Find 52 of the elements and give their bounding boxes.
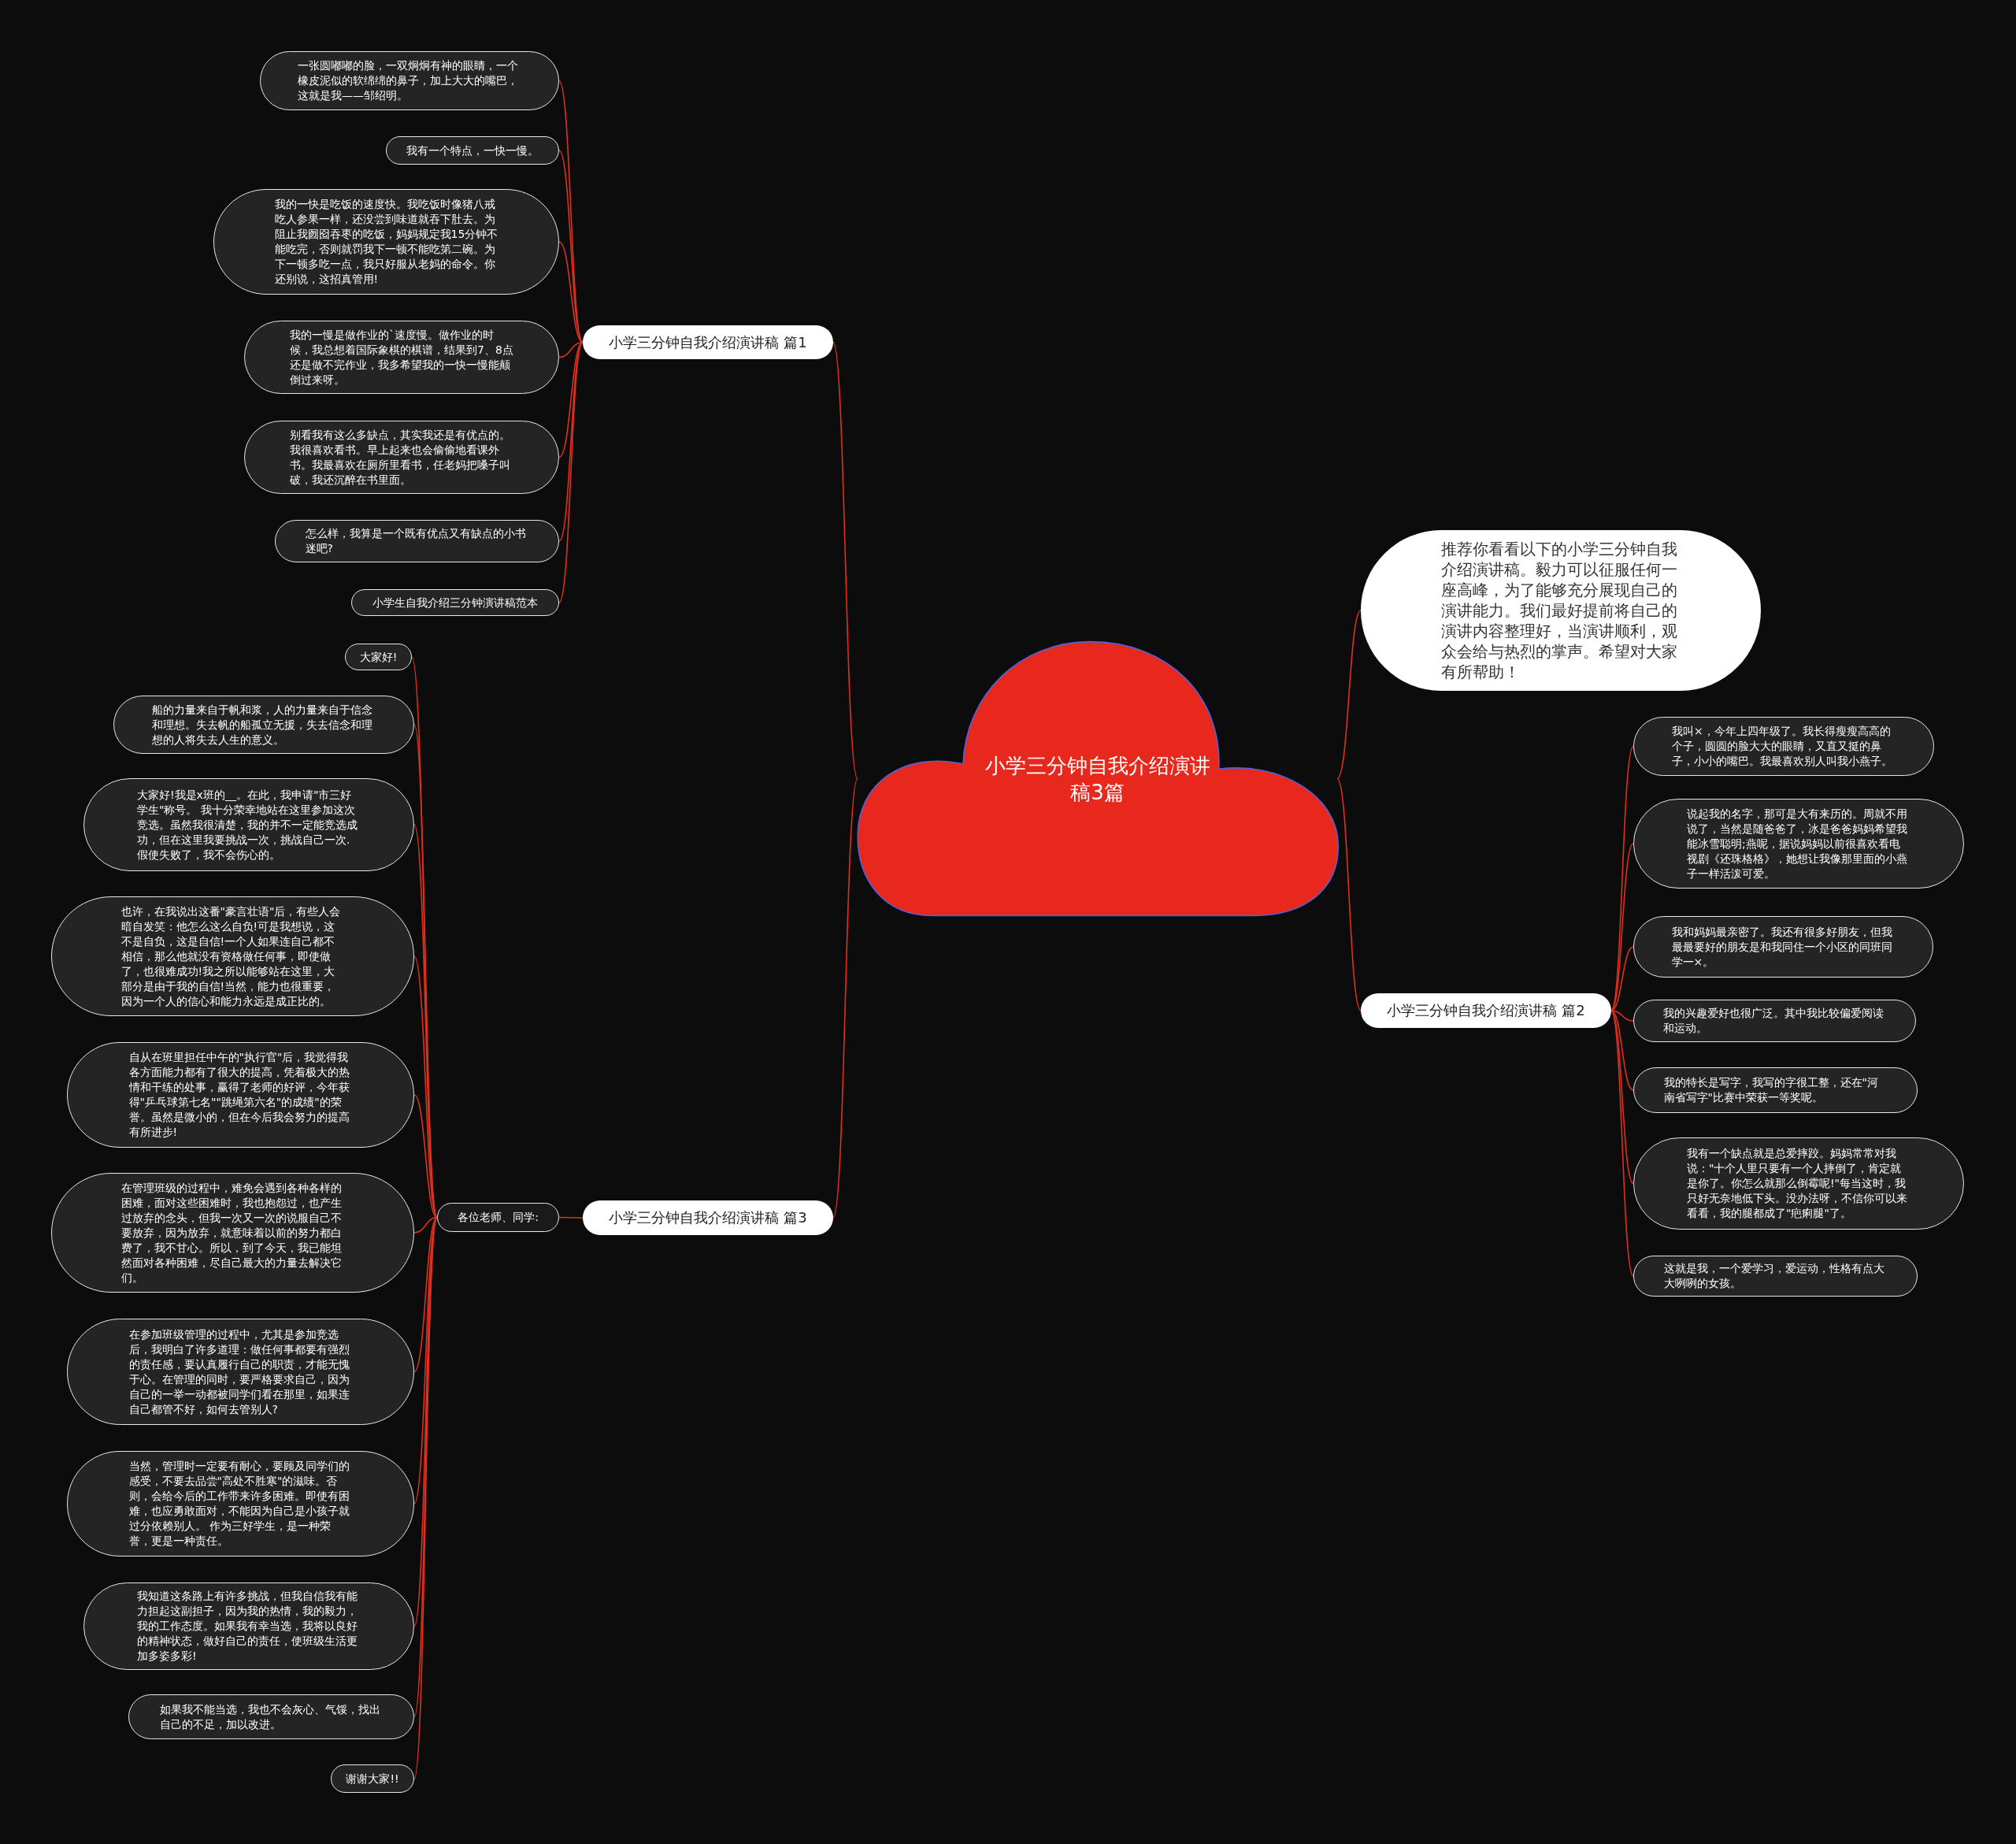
- intro-bubble: 推荐你看看以下的小学三分钟自我介绍演讲稿。毅力可以征服任何一座高峰，为了能够充分展现自己的演讲能力。我们最好提前将自己的演讲内容整理好，当演讲顺利，观众会给与热烈的掌声。希望对大家有所帮助！: [1361, 530, 1761, 691]
- connector-line: [413, 1216, 438, 1234]
- connector-line: [413, 1094, 438, 1219]
- topic-bubble: 说起我的名字，那可是大有来历的。周就不用说了，当然是随爸爸了，冰是爸爸妈妈希望我能冰雪聪明;燕呢，据说妈妈以前很喜欢看电视剧《还珠格格》，她想让我像那里面的小燕子一样活泼可爱。: [1633, 799, 1964, 889]
- topic-bubble: 我叫×，今年上四年级了。我长得瘦瘦高高的个子，圆圆的脸大大的眼睛，又直又挺的鼻子，小小的嘴巴。我最喜欢别人叫我小燕子。: [1633, 717, 1934, 776]
- topic-bubble: 我的兴趣爱好也很广泛。其中我比较偏爱阅读和运动。: [1633, 1000, 1916, 1042]
- connector-line: [1336, 777, 1362, 1011]
- topic-bubble: 船的力量来自于帆和浆，人的力量来自于信念和理想。失去帆的船孤立无援，失去信念和理想的人将失去人生的意义。: [113, 696, 414, 754]
- topic-bubble: 当然，管理时一定要有耐心，要顾及同学们的感受，不要去品尝"高处不胜寒"的滋味。否则，会给今后的工作带来许多困难。即使有困难，也应勇敢面对，不能因为自己是小孩子就过分依赖别人。 作为三好学生，是一种荣誉，更是一种责任。: [67, 1451, 414, 1556]
- topic-bubble: 谢谢大家!!: [331, 1764, 414, 1793]
- connector-line: [1610, 1010, 1634, 1022]
- connector-line: [832, 777, 858, 1219]
- topic-bubble: 我有一个缺点就是总爱摔跤。妈妈常常对我说："十个人里只要有一个人摔倒了，肯定就是你了。你怎么就那么倒霉呢!"每当这时，我只好无奈地低下头。没办法呀，不信你可以来看看，我的腿都成了"疤痢腿"了。: [1633, 1137, 1964, 1230]
- topic-bubble: 在参加班级管理的过程中，尤其是参加竞选后，我明白了许多道理：做任何事都要有强烈的责任感，要认真履行自己的职责，才能无愧于心。在管理的同时，要严格要求自己，因为自己的一举一动都被同学们看在那里，如果连自己都管不好，如何去管别人?: [67, 1319, 414, 1425]
- topic-bubble: 一张圆嘟嘟的脸，一双炯炯有神的眼睛，一个橡皮泥似的软绵绵的鼻子，加上大大的嘴巴，这就是我——邹绍明。: [260, 51, 559, 110]
- topic-bubble: 这就是我，一个爱学习，爱运动，性格有点大大咧咧的女孩。: [1633, 1256, 1918, 1297]
- topic-bubble: 我和妈妈最亲密了。我还有很多好朋友，但我最最要好的朋友是和我同住一个小区的同班同学一×。: [1633, 916, 1933, 978]
- branch-topic: 小学三分钟自我介绍演讲稿 篇1: [583, 325, 833, 359]
- connector-line: [1610, 1010, 1634, 1277]
- topic-bubble: 如果我不能当选，我也不会灰心、气馁，找出自己的不足，加以改进。: [128, 1694, 414, 1739]
- connector-line: [558, 241, 584, 343]
- connector-line: [1610, 946, 1634, 1011]
- central-topic-text: 小学三分钟自我介绍演讲稿3篇: [984, 752, 1211, 806]
- connector-line: [558, 341, 584, 542]
- connector-line: [558, 341, 584, 458]
- connector-line: [1610, 843, 1634, 1011]
- topic-bubble: 我有一个特点，一快一慢。: [386, 136, 559, 165]
- topic-bubble: 别看我有这么多缺点，其实我还是有优点的。我很喜欢看书。早上起来也会偷偷地看课外书。我最喜欢在厕所里看书，任老妈把嗓子叫破，我还沉醉在书里面。: [244, 421, 559, 494]
- topic-bubble: 也许，在我说出这番"豪言壮语"后，有些人会暗自发笑：他怎么这么自负!可是我想说，这不是自负，这是自信!一个人如果连自己都不相信，那么他就没有资格做任何事，即使做了，也很难成功!我之所以能够站在这里，大部分是由于我的自信!当然，能力也很重要，因为一个人的信心和能力永远是成正比的。: [51, 896, 414, 1016]
- connector-line: [1610, 1010, 1634, 1185]
- connector-line: [558, 150, 584, 343]
- topic-bubble: 我知道这条路上有许多挑战，但我自信我有能力担起这副担子，因为我的热情，我的毅力，我的工作态度。如果我有幸当选，我将以良好的精神状态，做好自己的责任，使班级生活更加多姿多彩!: [83, 1582, 414, 1670]
- topic-bubble: 大家好!: [345, 644, 412, 670]
- topic-bubble: 大家好!我是x班的__。在此，我申请"市三好学生"称号。 我十分荣幸地站在这里参加这次竞选。虽然我很清楚，我的并不一定能竞选成功，但在这里我要挑战一次，挑战自己一次.假使失败了，我不会伤心的。: [83, 778, 414, 871]
- connector-line: [1336, 610, 1362, 780]
- connector-line: [413, 1216, 438, 1373]
- branch-topic: 小学三分钟自我介绍演讲稿 篇2: [1361, 993, 1611, 1028]
- connector-line: [558, 341, 584, 603]
- connector-line: [558, 341, 584, 358]
- topic-bubble: 小学生自我介绍三分钟演讲稿范本: [351, 589, 559, 616]
- topic-bubble: 自从在班里担任中午的"执行官"后，我觉得我各方面能力都有了很大的提高，凭着极大的热情和干练的处事，赢得了老师的好评，今年获得"乒乓球第七名""跳绳第六名"的成绩"的荣誉。虽然是微小的，但在今后我会努力的提高有所进步!: [67, 1042, 414, 1148]
- topic-bubble: 我的一慢是做作业的`速度慢。做作业的时候，我总想着国际象棋的棋谱，结果到7、8点还是做不完作业，我多希望我的一快一慢能颠倒过来呀。: [244, 321, 559, 394]
- topic-bubble: 各位老师、同学:: [437, 1203, 559, 1232]
- topic-bubble: 我的特长是写字，我写的字很工整，还在"河南省写字"比赛中荣获一等奖呢。: [1633, 1067, 1918, 1113]
- connector-line: [1610, 745, 1634, 1011]
- connector-line: [832, 341, 858, 780]
- topic-bubble: 在管理班级的过程中，难免会遇到各种各样的困难，面对这些困难时，我也抱怨过，也产生过放弃的念头，但我一次又一次的说服自己不要放弃，因为放弃，就意味着以前的努力都白费了，我不甘心。所以，到了今天，我已能坦然面对各种困难，尽自己最大的力量去解决它们。: [51, 1173, 414, 1293]
- topic-bubble: 怎么样，我算是一个既有优点又有缺点的小书迷吧?: [275, 520, 559, 562]
- branch-topic: 小学三分钟自我介绍演讲稿 篇3: [583, 1200, 833, 1235]
- connector-line: [558, 1216, 584, 1219]
- topic-bubble: 我的一快是吃饭的速度快。我吃饭时像猪八戒吃人参果一样，还没尝到味道就吞下肚去。为阻止我囫囵吞枣的吃饭，妈妈规定我15分钟不能吃完，否则就罚我下一顿不能吃第二碗。为下一顿多吃一点，我只好服从老妈的命令。你还别说，这招真管用!: [213, 189, 559, 295]
- connector-line: [1610, 1010, 1634, 1091]
